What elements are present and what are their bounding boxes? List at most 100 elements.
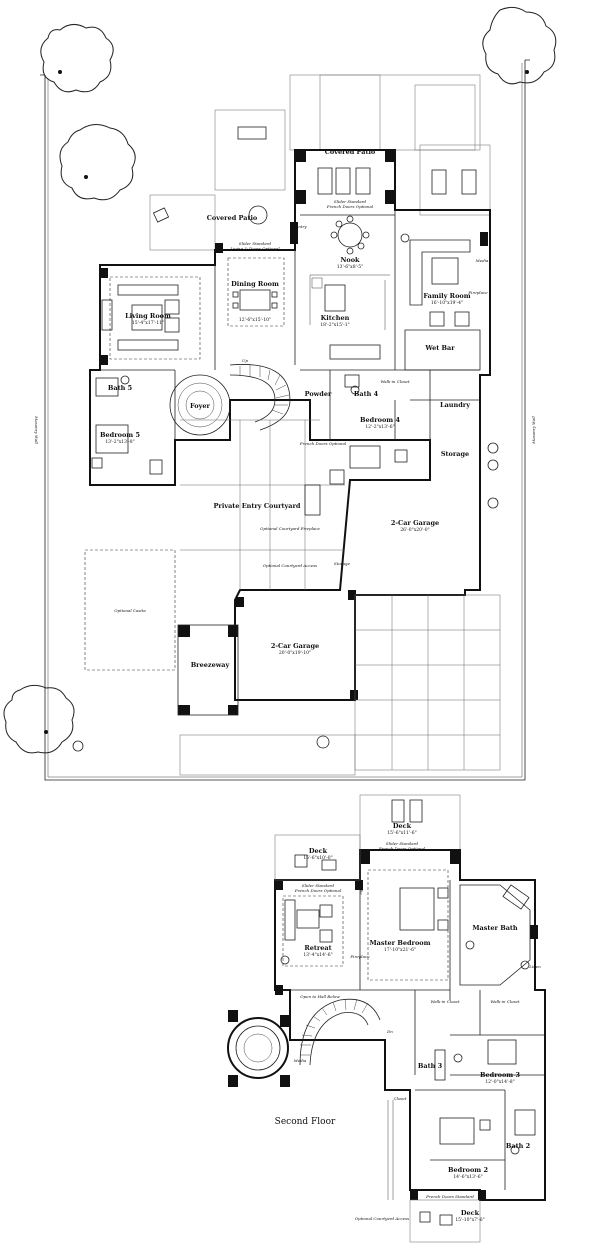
storage-small-label: Storage	[334, 561, 351, 566]
bath5-label: Bath 5	[108, 384, 133, 392]
media-label: Media	[475, 258, 489, 263]
retreat-dim: 13'-4"x14'-6"	[303, 952, 332, 958]
slider-master-note: French Doors Optional	[378, 846, 426, 851]
optional-courtyard-access-label: Optional Courtyard Access	[355, 1216, 409, 1221]
garage-left-label: 2-Car Garage	[271, 642, 319, 650]
private-entry-label: Private Entry Courtyard	[214, 502, 301, 510]
stair-rotunda-icon	[227, 1017, 289, 1079]
tree-top-left-icon	[40, 24, 114, 93]
open-to-hall-label: Open to Hall Below	[300, 994, 340, 999]
garage-right-dim: 26'-0"x20'-0"	[400, 527, 429, 533]
nook-label: Nook	[340, 256, 360, 264]
bedroom5-label: Bedroom 5	[100, 431, 140, 439]
wet-bar-counter	[404, 329, 481, 371]
master-bedroom-label: Master Bedroom	[369, 939, 430, 947]
first-floor-labels: Covered Patio Covered Patio Slider Stand…	[34, 148, 536, 669]
second-floor-labels: Deck 15'-6"x11'-6" Slider Standard Frenc…	[293, 822, 541, 1223]
slider-master-label: Slider Standard	[386, 841, 419, 846]
retreat-label: Retreat	[304, 944, 331, 952]
slider-left-note: Living & Doors Optional	[229, 246, 280, 251]
family-dim: 16'-10"x19'-4"	[431, 300, 463, 306]
foyer-rotunda-icon	[169, 374, 231, 436]
laundry-label: Laundry	[440, 401, 470, 409]
dining-label: Dining Room	[231, 280, 279, 288]
second-floor-caption: Second Floor	[275, 1117, 336, 1127]
second-floor-deck-left	[274, 834, 361, 881]
foyer-label: Foyer	[190, 402, 211, 410]
deck-left-label: Deck	[309, 847, 328, 855]
second-floor-deck-bottom	[409, 1199, 481, 1243]
slider-retreat-label: Slider Standard	[302, 883, 335, 888]
second-floor-posts	[228, 850, 538, 1200]
fireplace-label: Fireplace	[467, 290, 488, 295]
tree-top-right-icon	[482, 6, 557, 85]
deck-top-chairs-icon	[391, 799, 423, 823]
patio-furniture-icon	[152, 126, 477, 225]
slider-top-note: French Doors Optional	[326, 204, 374, 209]
french-doors-standard-label: French Doors Standard	[425, 1194, 474, 1199]
covered-patio-top-label: Covered Patio	[325, 148, 376, 156]
bath4-label: Bath 4	[354, 390, 379, 398]
nook-table-icon	[330, 215, 370, 255]
media-hall-label: Media	[293, 1058, 307, 1063]
retreat-furniture-icon	[280, 895, 344, 967]
driveway-pavers	[179, 594, 501, 776]
optional-courtyard-label: Optional Courtyard Access	[263, 563, 317, 568]
optional-casita-label: Optional Casita	[114, 608, 146, 613]
deck-top-label: Deck	[393, 822, 412, 830]
living-room-furniture-icon	[101, 276, 201, 360]
bath2-label: Bath 2	[506, 1142, 530, 1150]
optional-fireplace-label: Optional Courtyard Fireplace	[260, 526, 320, 531]
bath3-label: Bath 3	[418, 1062, 443, 1070]
walkin-right-label: Walk-in Closet	[490, 999, 519, 1004]
deck-bottom-label: Deck	[461, 1209, 480, 1217]
tree-bottom-left-icon	[3, 684, 75, 754]
deck-bottom-dim: 15'-10"x7'-6"	[455, 1217, 484, 1223]
second-floor-walls	[274, 849, 546, 1201]
masonry-wall-right-label: Masonry Wall	[531, 415, 536, 444]
bedroom3-furniture-icon	[434, 1039, 517, 1081]
masonry-wall-left-label: Masonry Wall	[34, 415, 39, 444]
closet-label: Closet	[394, 1096, 407, 1101]
first-floor-walls	[89, 149, 491, 701]
deck-left-dim: 15'-6"x10'-0"	[303, 855, 332, 861]
dn-label: Dn	[386, 1029, 393, 1034]
breezeway-label: Breezeway	[191, 661, 230, 669]
garage-left-dim: 20'-0"x19'-10"	[279, 650, 311, 656]
second-floor-plan: Deck 15'-6"x11'-6" Slider Standard Frenc…	[227, 794, 546, 1243]
slider-top-label: Slider Standard	[334, 199, 367, 204]
courtyard-pavers	[180, 419, 345, 590]
first-floor-plan: Covered Patio Covered Patio Slider Stand…	[3, 6, 557, 781]
bedroom2-dim: 14'-6"x13'-6"	[453, 1174, 482, 1180]
living-label: Living Room	[125, 312, 171, 320]
up-label: Up	[242, 358, 248, 363]
slider-retreat-note: French Doors Optional	[294, 888, 342, 893]
bedroom2-label: Bedroom 2	[448, 1166, 488, 1174]
french-doors-label: French Doors Optional	[299, 441, 347, 446]
nook-dim: 13'-6"x8'-5"	[337, 264, 364, 270]
master-bath-label: Master Bath	[472, 924, 518, 932]
master-bedroom-dim: 17'-10"x21'-6"	[384, 947, 416, 953]
bedroom5-furniture-icon	[91, 375, 163, 475]
dining-dim: 12'-6"x15'-10"	[239, 317, 271, 323]
deck-top-dim: 15'-6"x11'-6"	[387, 830, 416, 836]
optional-casita-outline	[84, 549, 176, 671]
garage-right-label: 2-Car Garage	[391, 519, 439, 527]
wall-posts	[100, 150, 488, 715]
living-dim: 15'-4"x17'-11"	[132, 320, 164, 326]
tree-mid-left-icon	[59, 124, 136, 201]
covered-patio-left-label: Covered Patio	[207, 214, 258, 222]
kitchen-dim: 18'-2"x15'-1"	[320, 322, 349, 328]
walkin-left-label: Walk-in Closet	[430, 999, 459, 1004]
walkin-closet-label: Walk-in Closet	[380, 379, 409, 384]
wet-bar-label: Wet Bar	[424, 344, 455, 352]
breezeway-room	[177, 624, 239, 716]
bedroom4-furniture-icon	[344, 374, 408, 469]
media-master-label: Media	[359, 881, 364, 895]
bedroom5-dim: 13'-2"x13'-8"	[105, 439, 134, 445]
master-bath-fixtures-icon	[459, 884, 531, 986]
powder-label: Powder	[305, 390, 332, 398]
slider-left-label: Slider Standard	[239, 241, 272, 246]
stair-icon	[229, 364, 291, 431]
